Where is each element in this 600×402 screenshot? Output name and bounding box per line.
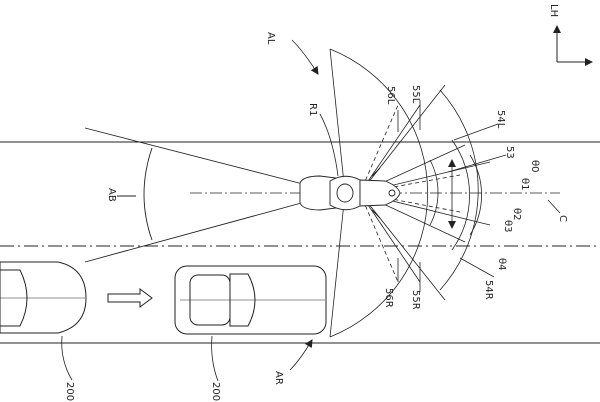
headlight bbox=[388, 189, 396, 197]
rear-boundary-lower bbox=[84, 192, 339, 263]
label-theta0: θ0 bbox=[529, 160, 540, 172]
ray-54L bbox=[359, 84, 446, 194]
arc-54L-54R bbox=[439, 89, 479, 291]
ray-55R bbox=[359, 192, 421, 283]
handlebar-lower bbox=[371, 209, 381, 219]
label-theta3: θ3 bbox=[502, 220, 513, 232]
arc-theta0 bbox=[469, 154, 482, 236]
label-LH: LH bbox=[548, 4, 559, 17]
rider-helmet bbox=[336, 183, 354, 203]
label-56R: 56R bbox=[383, 288, 394, 308]
leader-lines bbox=[61, 39, 561, 382]
label-AB: AB bbox=[106, 188, 117, 202]
label-C: C bbox=[557, 215, 568, 222]
leader-R1 bbox=[319, 113, 339, 177]
ray-56R-dashed bbox=[359, 192, 399, 283]
leader-54L bbox=[453, 123, 499, 141]
rear-area-arc bbox=[143, 147, 153, 241]
own-motorcycle bbox=[299, 167, 401, 219]
label-54R: 54R bbox=[483, 280, 494, 300]
label-53: 53 bbox=[504, 146, 515, 159]
handlebar-upper bbox=[371, 167, 381, 177]
arc-theta2 bbox=[451, 139, 470, 251]
labels: AL AR AB R1 C LH 53 54L 54R 55L 55R 56L … bbox=[64, 4, 568, 401]
label-200-right: 200 bbox=[210, 382, 221, 401]
leader-54R bbox=[459, 257, 495, 278]
motorcycle-front bbox=[359, 179, 401, 207]
label-R1: R1 bbox=[307, 103, 318, 116]
road-lanes bbox=[0, 141, 600, 344]
label-AR: AR bbox=[273, 371, 284, 385]
label-AL: AL bbox=[265, 32, 276, 45]
travel-direction-arrow bbox=[107, 288, 153, 308]
outer-arc-AL-AR bbox=[329, 48, 429, 338]
label-200-left: 200 bbox=[64, 382, 75, 401]
vehicle-200-left bbox=[0, 261, 87, 334]
ray-AR bbox=[329, 192, 346, 338]
leader-AR bbox=[289, 339, 313, 371]
label-55R: 55R bbox=[410, 290, 421, 310]
label-56L: 56L bbox=[385, 86, 396, 105]
orientation-indicator bbox=[553, 25, 593, 66]
vehicle-200-right bbox=[174, 265, 327, 335]
rear-boundary-upper bbox=[84, 127, 339, 194]
ray-56L-dashed bbox=[359, 104, 399, 194]
label-theta2: θ2 bbox=[511, 208, 522, 220]
arc-theta1 bbox=[429, 159, 439, 226]
leader-AL bbox=[291, 39, 319, 75]
label-55L: 55L bbox=[410, 85, 421, 104]
label-54L: 54L bbox=[495, 110, 506, 129]
rear-detection-area bbox=[84, 127, 339, 263]
leader-53 bbox=[447, 154, 507, 173]
leader-C bbox=[547, 199, 561, 214]
ray-54R bbox=[359, 192, 446, 301]
label-theta4: θ4 bbox=[496, 258, 507, 270]
ray-AL bbox=[329, 48, 346, 194]
ray-55L bbox=[359, 104, 421, 194]
leader-200-left bbox=[61, 335, 73, 381]
label-theta1: θ1 bbox=[519, 178, 530, 190]
leader-200-right bbox=[211, 335, 219, 382]
